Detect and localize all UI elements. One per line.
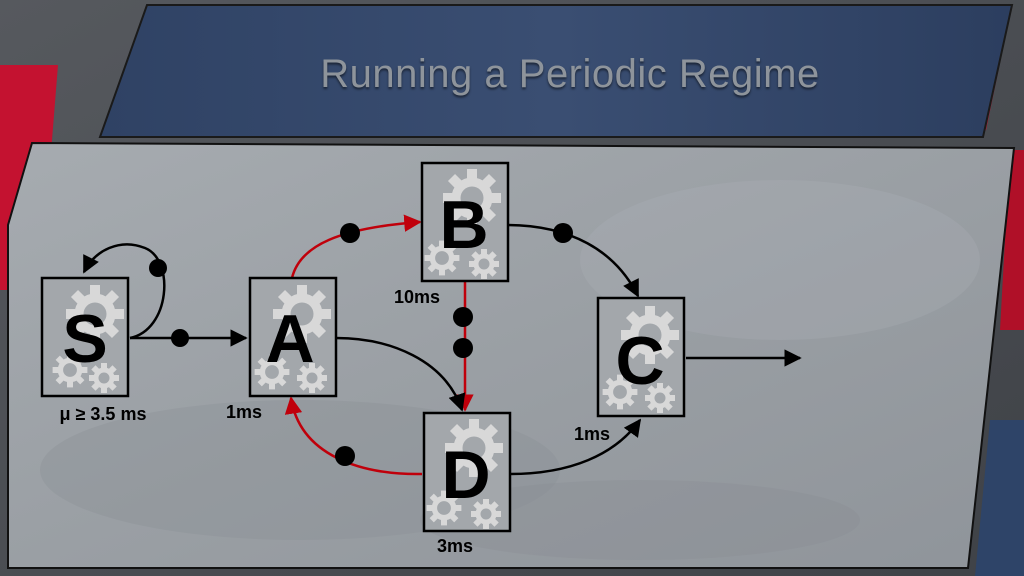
edge-a-to-b [290,214,422,279]
token-b-d-1 [453,307,473,327]
node-b: B [420,161,510,283]
edge-d-to-a [284,396,423,476]
diagram-panel [7,141,1016,569]
edge-b-to-c [505,223,640,298]
token-b-d-2 [453,338,473,358]
token-s-a [171,329,189,347]
node-d-letter: D [441,437,490,513]
node-b-label: 10ms [394,287,440,307]
node-c: C [596,296,686,418]
node-c-label: 1ms [574,424,610,444]
right-blue-accent [975,420,1024,576]
token-a-b [340,223,360,243]
slide-title: Running a Periodic Regime [320,51,820,96]
token-s-loop [149,259,167,277]
token-b-c [553,223,573,243]
node-a-label: 1ms [226,402,262,422]
node-a-letter: A [265,301,314,377]
node-s-label: μ ≥ 3.5 ms [60,404,147,424]
node-b-letter: B [439,187,488,263]
node-s-letter: S [62,301,107,377]
node-a: A [248,276,338,398]
right-red-accent [1000,150,1024,330]
token-d-a [335,446,355,466]
node-s: S [40,276,130,398]
title-bar [98,4,1014,138]
edge-s-self-loop [82,243,166,340]
edge-a-to-d [335,336,466,412]
node-c-letter: C [615,323,664,399]
edge-d-to-c [509,418,642,476]
node-d: D [422,411,512,533]
node-d-label: 3ms [437,536,473,556]
